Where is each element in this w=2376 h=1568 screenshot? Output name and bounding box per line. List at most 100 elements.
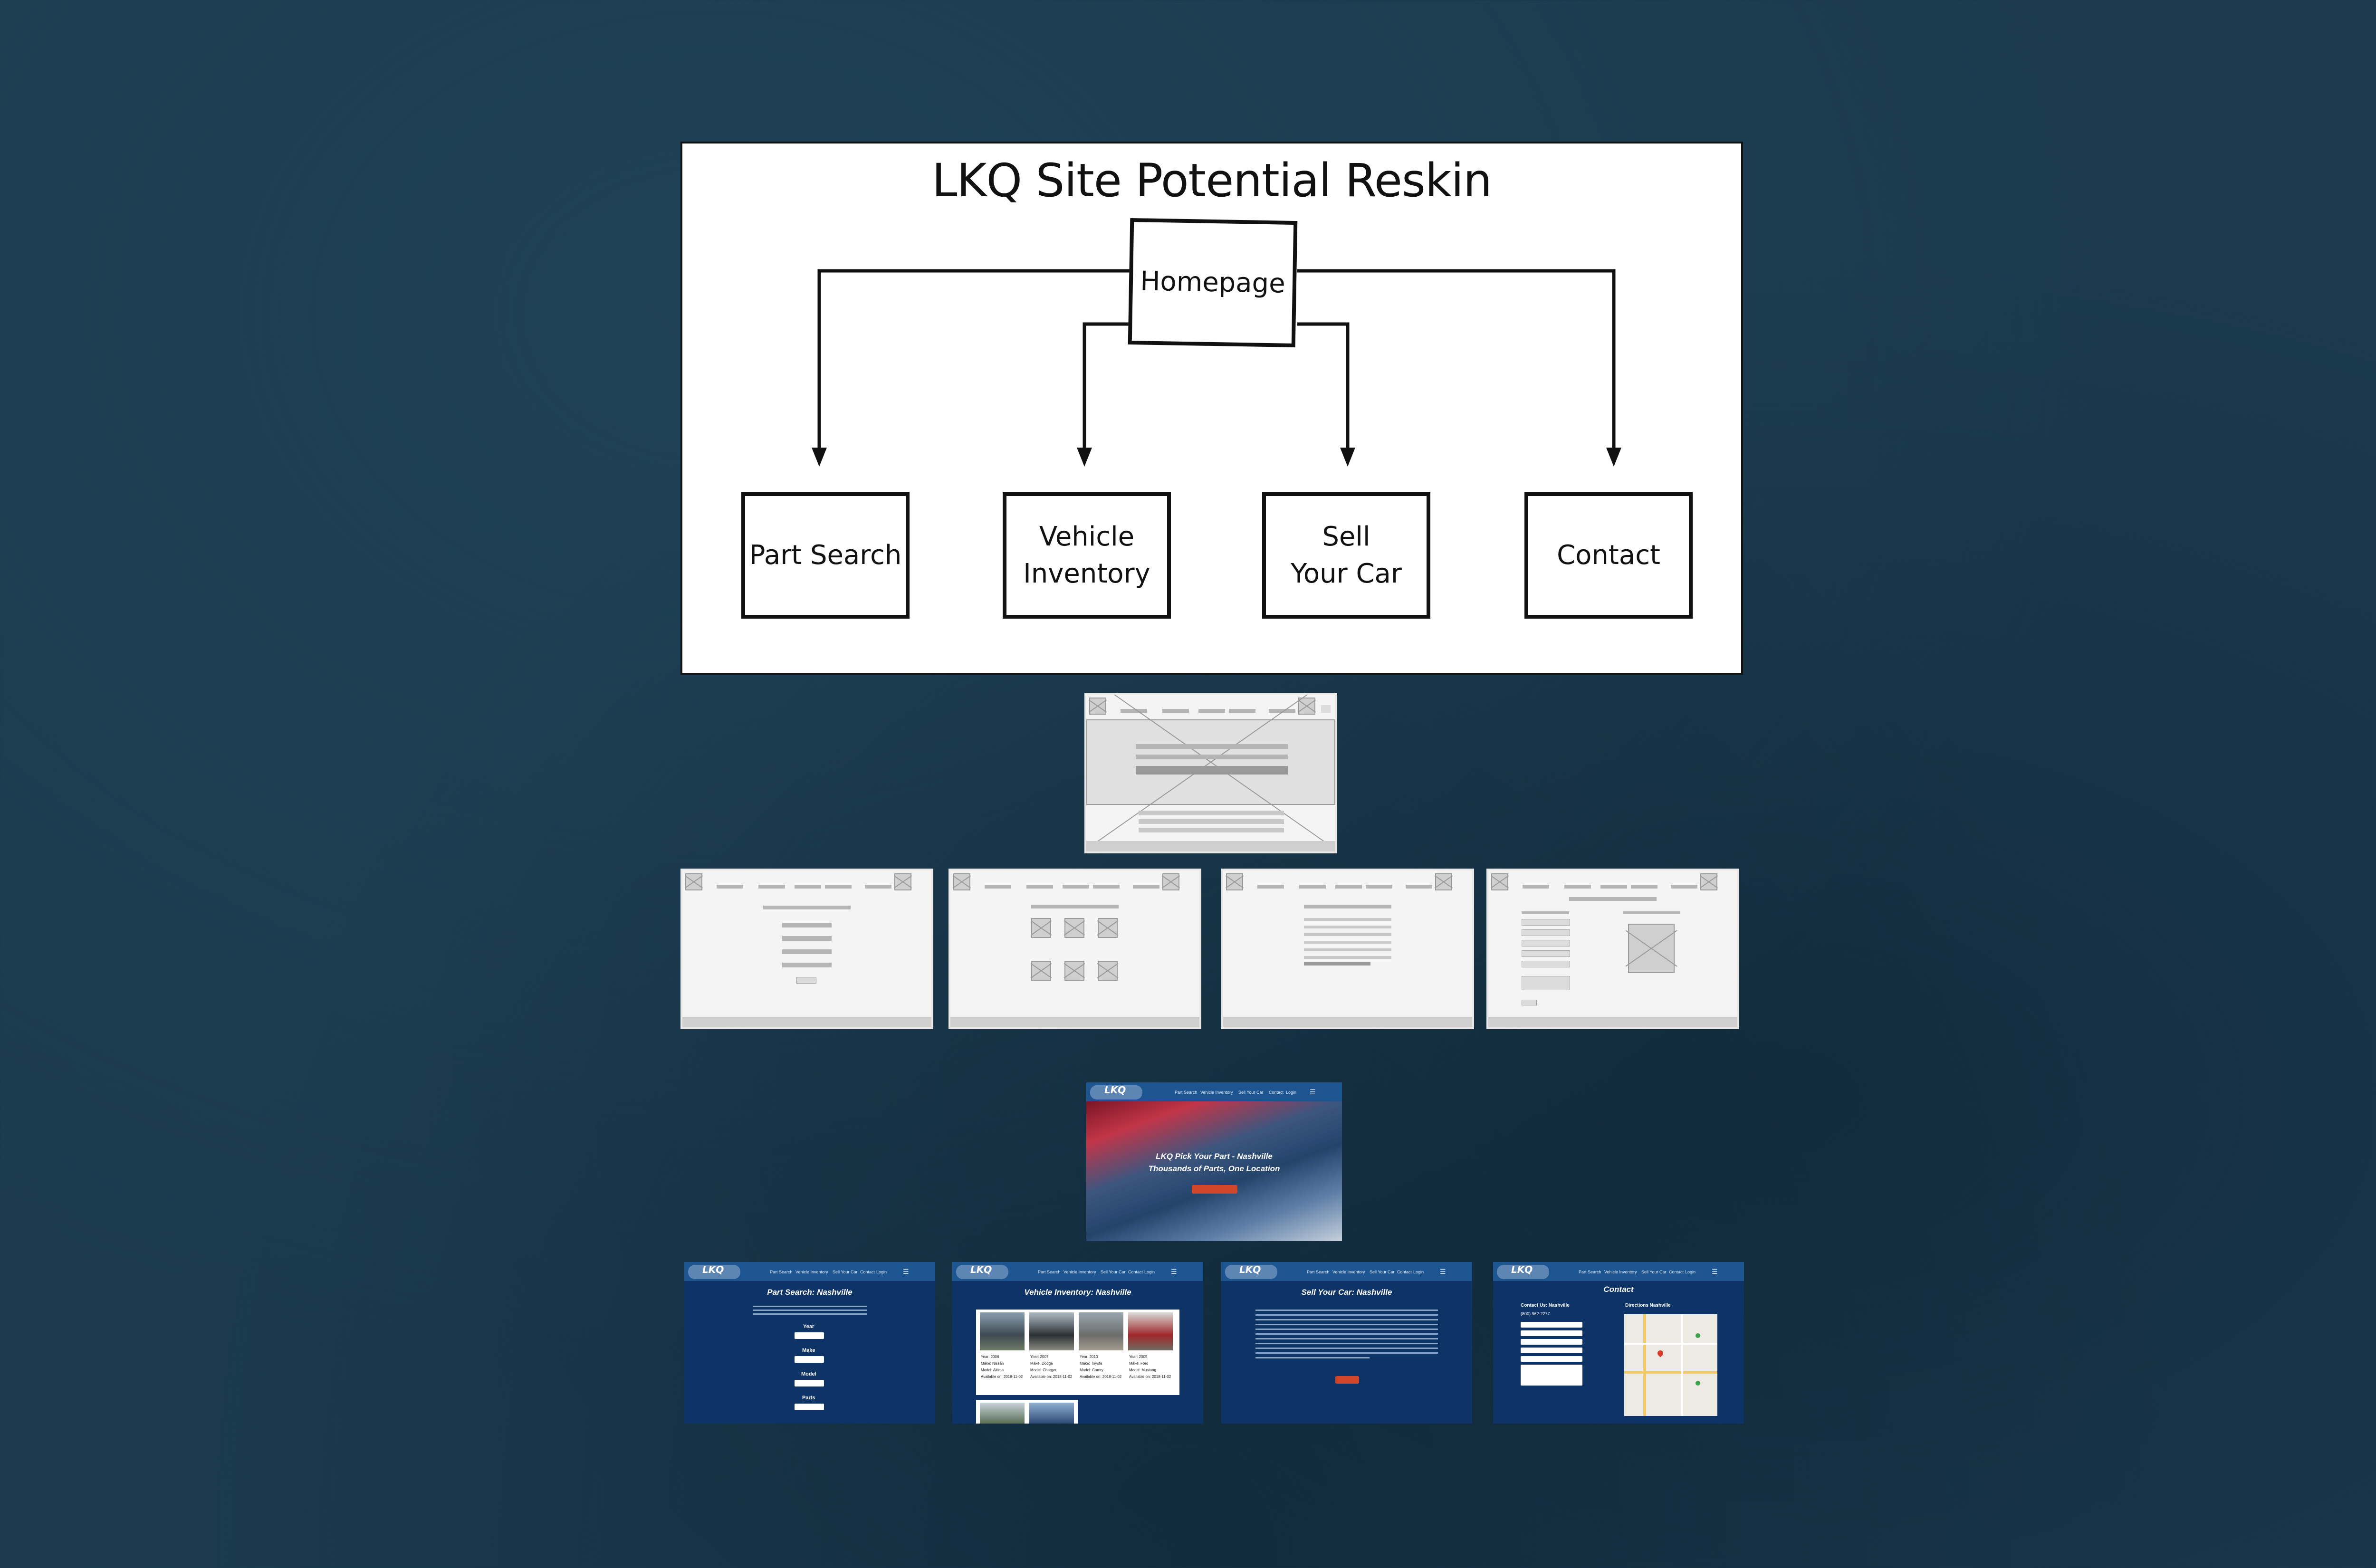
- nav-sell-your-car[interactable]: Sell Your Car: [1238, 1090, 1264, 1095]
- directions-map[interactable]: [1624, 1314, 1717, 1416]
- arrowhead-contact: [1606, 448, 1621, 467]
- car-photo: [980, 1312, 1025, 1350]
- lkq-logo: [1225, 1265, 1277, 1279]
- connector-sell-car: [1297, 322, 1350, 457]
- label-model: Model: [801, 1371, 816, 1377]
- contact-heading: Contact Us: Nashville: [1521, 1303, 1570, 1308]
- car-available: Available on: 2018-11-02: [1080, 1375, 1122, 1379]
- nav-part-search[interactable]: Part Search: [770, 1270, 793, 1274]
- nav-login[interactable]: Login: [876, 1270, 887, 1274]
- arrowhead-sell-car: [1340, 448, 1355, 467]
- nav-part-search[interactable]: Part Search: [1579, 1270, 1601, 1274]
- sell-submit-button[interactable]: [1335, 1376, 1359, 1384]
- logo-text: LKQ: [702, 1264, 724, 1275]
- nav-sell-your-car[interactable]: Sell Your Car: [833, 1270, 858, 1274]
- hero-line2: Thousands of Parts, One Location: [1148, 1164, 1280, 1173]
- menu-icon[interactable]: ☰: [1171, 1268, 1177, 1275]
- nav-contact[interactable]: Contact: [860, 1270, 875, 1274]
- menu-icon[interactable]: ☰: [903, 1268, 909, 1275]
- car-photo: [980, 1403, 1025, 1424]
- menu-icon[interactable]: ☰: [1440, 1268, 1446, 1275]
- label-year: Year: [803, 1324, 814, 1329]
- car-make: Make: Dodge: [1030, 1361, 1053, 1366]
- nav-login[interactable]: Login: [1413, 1270, 1424, 1274]
- car-photo: [1029, 1312, 1074, 1350]
- wireframe-part-search: [680, 869, 933, 1029]
- nav-login[interactable]: Login: [1286, 1090, 1297, 1095]
- logo-text: LKQ: [1239, 1264, 1261, 1275]
- nav-login[interactable]: Login: [1685, 1270, 1696, 1274]
- lkq-logo: [688, 1265, 740, 1279]
- nav-part-search[interactable]: Part Search: [1038, 1270, 1061, 1274]
- nav-vehicle-inventory[interactable]: Vehicle Inventory: [1200, 1090, 1233, 1095]
- nav-vehicle-inventory[interactable]: Vehicle Inventory: [1604, 1270, 1637, 1274]
- mockup-part-search: LKQ Part Search Vehicle Inventory Sell Y…: [684, 1262, 935, 1424]
- wireframe-vehicle-inventory: [948, 869, 1201, 1029]
- menu-icon[interactable]: ☰: [1310, 1088, 1316, 1096]
- wireframe-homepage: [1084, 693, 1337, 853]
- page-title: Sell Your Car: Nashville: [1301, 1288, 1392, 1297]
- inventory-panel: Year: 2006 Make: Nissan Model: Altima Av…: [976, 1310, 1179, 1395]
- wireframe-sell-your-car: [1221, 869, 1474, 1029]
- nav-sell-your-car[interactable]: Sell Your Car: [1101, 1270, 1126, 1274]
- contact-phone: (800) 962-2277: [1521, 1311, 1550, 1316]
- car-available: Available on: 2018-11-02: [981, 1375, 1023, 1379]
- car-photo: [1029, 1403, 1074, 1424]
- make-select[interactable]: [795, 1356, 824, 1363]
- arrowhead-vehicle-inventory: [1077, 448, 1092, 467]
- node-sell-your-car: Sell Your Car: [1262, 492, 1430, 619]
- node-homepage: Homepage: [1128, 218, 1298, 348]
- node-part-search: Part Search: [741, 492, 910, 619]
- hero-cta-button[interactable]: [1192, 1185, 1237, 1194]
- contact-name-field[interactable]: [1521, 1322, 1582, 1328]
- directions-heading: Directions Nashville: [1625, 1303, 1671, 1308]
- map-pin-icon: [1656, 1349, 1665, 1358]
- year-select[interactable]: [795, 1332, 824, 1339]
- car-model: Model: Camry: [1080, 1368, 1103, 1372]
- connector-contact: [1297, 269, 1616, 457]
- menu-icon[interactable]: ☰: [1712, 1268, 1718, 1275]
- contact-message-field[interactable]: [1521, 1365, 1582, 1386]
- car-make: Make: Nissan: [981, 1361, 1004, 1366]
- mockup-vehicle-inventory: LKQ Part Search Vehicle Inventory Sell Y…: [952, 1262, 1203, 1424]
- car-make: Make: Toyota: [1080, 1361, 1102, 1366]
- nav-vehicle-inventory[interactable]: Vehicle Inventory: [1332, 1270, 1365, 1274]
- sitemap-diagram: LKQ Site Potential Reskin Homepage Part …: [680, 142, 1743, 675]
- nav-login[interactable]: Login: [1144, 1270, 1155, 1274]
- logo-text: LKQ: [1104, 1084, 1126, 1096]
- nav-contact[interactable]: Contact: [1269, 1090, 1284, 1095]
- car-year: Year: 2010: [1080, 1355, 1098, 1359]
- page-title: Part Search: Nashville: [767, 1288, 853, 1297]
- logo-text: LKQ: [970, 1264, 992, 1275]
- car-model: Model: Mustang: [1129, 1368, 1156, 1372]
- car-photo: [1128, 1312, 1173, 1350]
- nav-part-search[interactable]: Part Search: [1307, 1270, 1330, 1274]
- contact-topic-field[interactable]: [1521, 1356, 1582, 1362]
- node-contact: Contact: [1524, 492, 1693, 619]
- nav-sell-your-car[interactable]: Sell Your Car: [1641, 1270, 1667, 1274]
- nav-vehicle-inventory[interactable]: Vehicle Inventory: [1063, 1270, 1096, 1274]
- connector-vehicle-inventory: [1083, 322, 1138, 457]
- model-select[interactable]: [795, 1380, 824, 1386]
- parts-select[interactable]: [795, 1404, 824, 1410]
- contact-subject-field[interactable]: [1521, 1348, 1582, 1353]
- lkq-logo: [1497, 1265, 1549, 1279]
- sitemap-title: LKQ Site Potential Reskin: [932, 154, 1492, 207]
- nav-contact[interactable]: Contact: [1128, 1270, 1143, 1274]
- lkq-logo: [1090, 1085, 1142, 1100]
- nav-vehicle-inventory[interactable]: Vehicle Inventory: [795, 1270, 828, 1274]
- car-model: Model: Charger: [1030, 1368, 1057, 1372]
- page-title: Vehicle Inventory: Nashville: [1024, 1288, 1131, 1297]
- contact-email-field[interactable]: [1521, 1330, 1582, 1336]
- car-photo: [1079, 1312, 1123, 1350]
- nav-sell-your-car[interactable]: Sell Your Car: [1370, 1270, 1395, 1274]
- nav-contact[interactable]: Contact: [1397, 1270, 1412, 1274]
- nav-contact[interactable]: Contact: [1669, 1270, 1684, 1274]
- contact-phone-field[interactable]: [1521, 1339, 1582, 1345]
- mockup-sell-your-car: LKQ Part Search Vehicle Inventory Sell Y…: [1221, 1262, 1472, 1424]
- mockup-nav: LKQ Part Search Vehicle Inventory Sell Y…: [1086, 1082, 1342, 1101]
- car-year: Year: 2006: [981, 1355, 999, 1359]
- connector-part-search: [817, 269, 1138, 457]
- car-available: Available on: 2018-11-02: [1129, 1375, 1171, 1379]
- nav-part-search[interactable]: Part Search: [1175, 1090, 1198, 1095]
